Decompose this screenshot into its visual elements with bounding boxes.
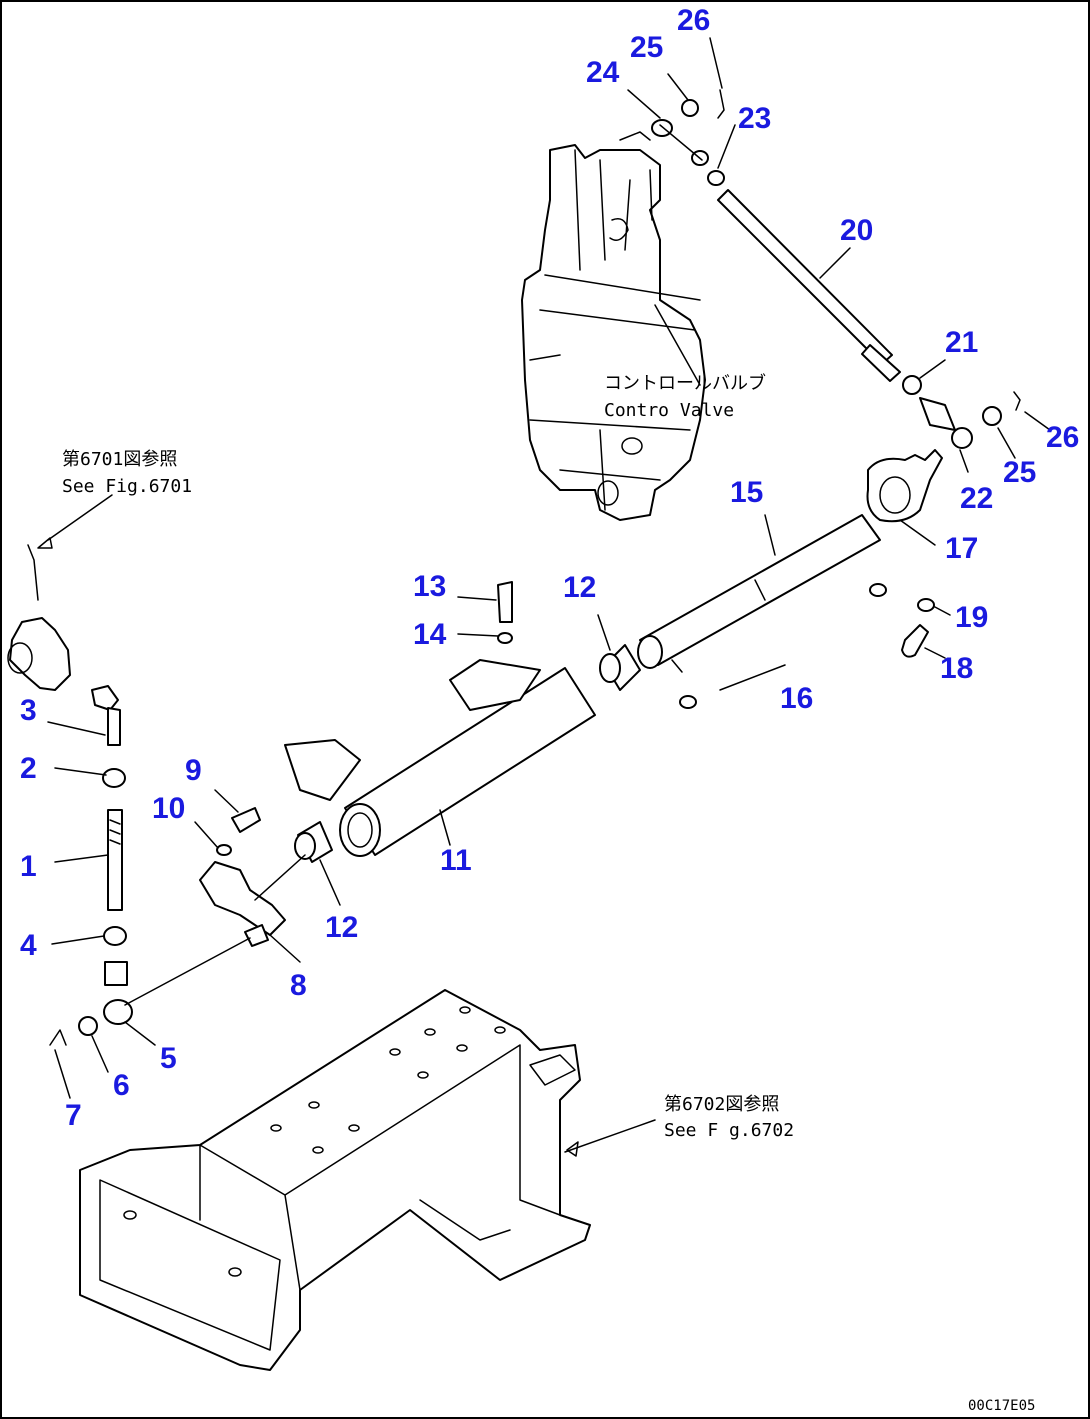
callout-25-right: 25	[1003, 456, 1036, 489]
ref-fig-6701-en: See Fig.6701	[62, 476, 192, 497]
callout-11: 11	[440, 844, 472, 877]
callout-labels: 1 2 3 4 5 6 7 8 9 10 11 12 12 13 14 15 1…	[20, 4, 1079, 1132]
callout-26-top: 26	[677, 4, 710, 37]
callout-8: 8	[290, 969, 307, 1002]
callout-21: 21	[945, 326, 978, 359]
control-valve-label-en: Contro Valve	[604, 400, 734, 421]
callout-17: 17	[945, 532, 978, 565]
callout-9: 9	[185, 754, 202, 787]
drawing-code: 00C17E05	[968, 1398, 1035, 1414]
callout-12-upper: 12	[563, 571, 596, 604]
callout-15: 15	[730, 476, 763, 509]
callout-19: 19	[955, 601, 988, 634]
ref-fig-6701-jp: 第6701図参照	[62, 449, 177, 470]
reference-texts: コントロールバルブ Contro Valve 第6701図参照 See Fig.…	[62, 372, 1035, 1414]
callout-14: 14	[413, 618, 447, 651]
callout-5: 5	[160, 1042, 177, 1075]
callout-12-lower: 12	[325, 911, 358, 944]
callout-18: 18	[940, 652, 973, 685]
callout-24: 24	[586, 56, 620, 89]
callout-7: 7	[65, 1099, 82, 1132]
callout-25-top: 25	[630, 31, 663, 64]
callout-20: 20	[840, 214, 873, 247]
callout-26-right: 26	[1046, 421, 1079, 454]
callout-13: 13	[413, 570, 446, 603]
control-valve-label-jp: コントロールバルブ	[604, 372, 766, 394]
callout-16: 16	[780, 682, 813, 715]
shaft-15-16-assembly	[637, 449, 943, 709]
tube-11-assembly	[284, 581, 641, 863]
frame-holes	[123, 1006, 506, 1277]
ref-fig-6702-en: See F g.6702	[664, 1120, 794, 1141]
frame-drawing	[79, 989, 591, 1371]
callout-22: 22	[960, 482, 993, 515]
ref-fig-6702-jp: 第6702図参照	[664, 1094, 779, 1115]
leader-lines	[37, 37, 1051, 1157]
control-valve-drawing	[521, 131, 706, 521]
callout-6: 6	[113, 1069, 130, 1102]
callout-3: 3	[20, 694, 37, 727]
callout-4: 4	[20, 929, 37, 962]
callout-23: 23	[738, 102, 771, 135]
callout-10: 10	[152, 792, 185, 825]
callout-2: 2	[20, 752, 37, 785]
left-linkage	[7, 544, 306, 1046]
callout-1: 1	[20, 850, 37, 883]
rod-20-assembly	[651, 89, 1021, 449]
